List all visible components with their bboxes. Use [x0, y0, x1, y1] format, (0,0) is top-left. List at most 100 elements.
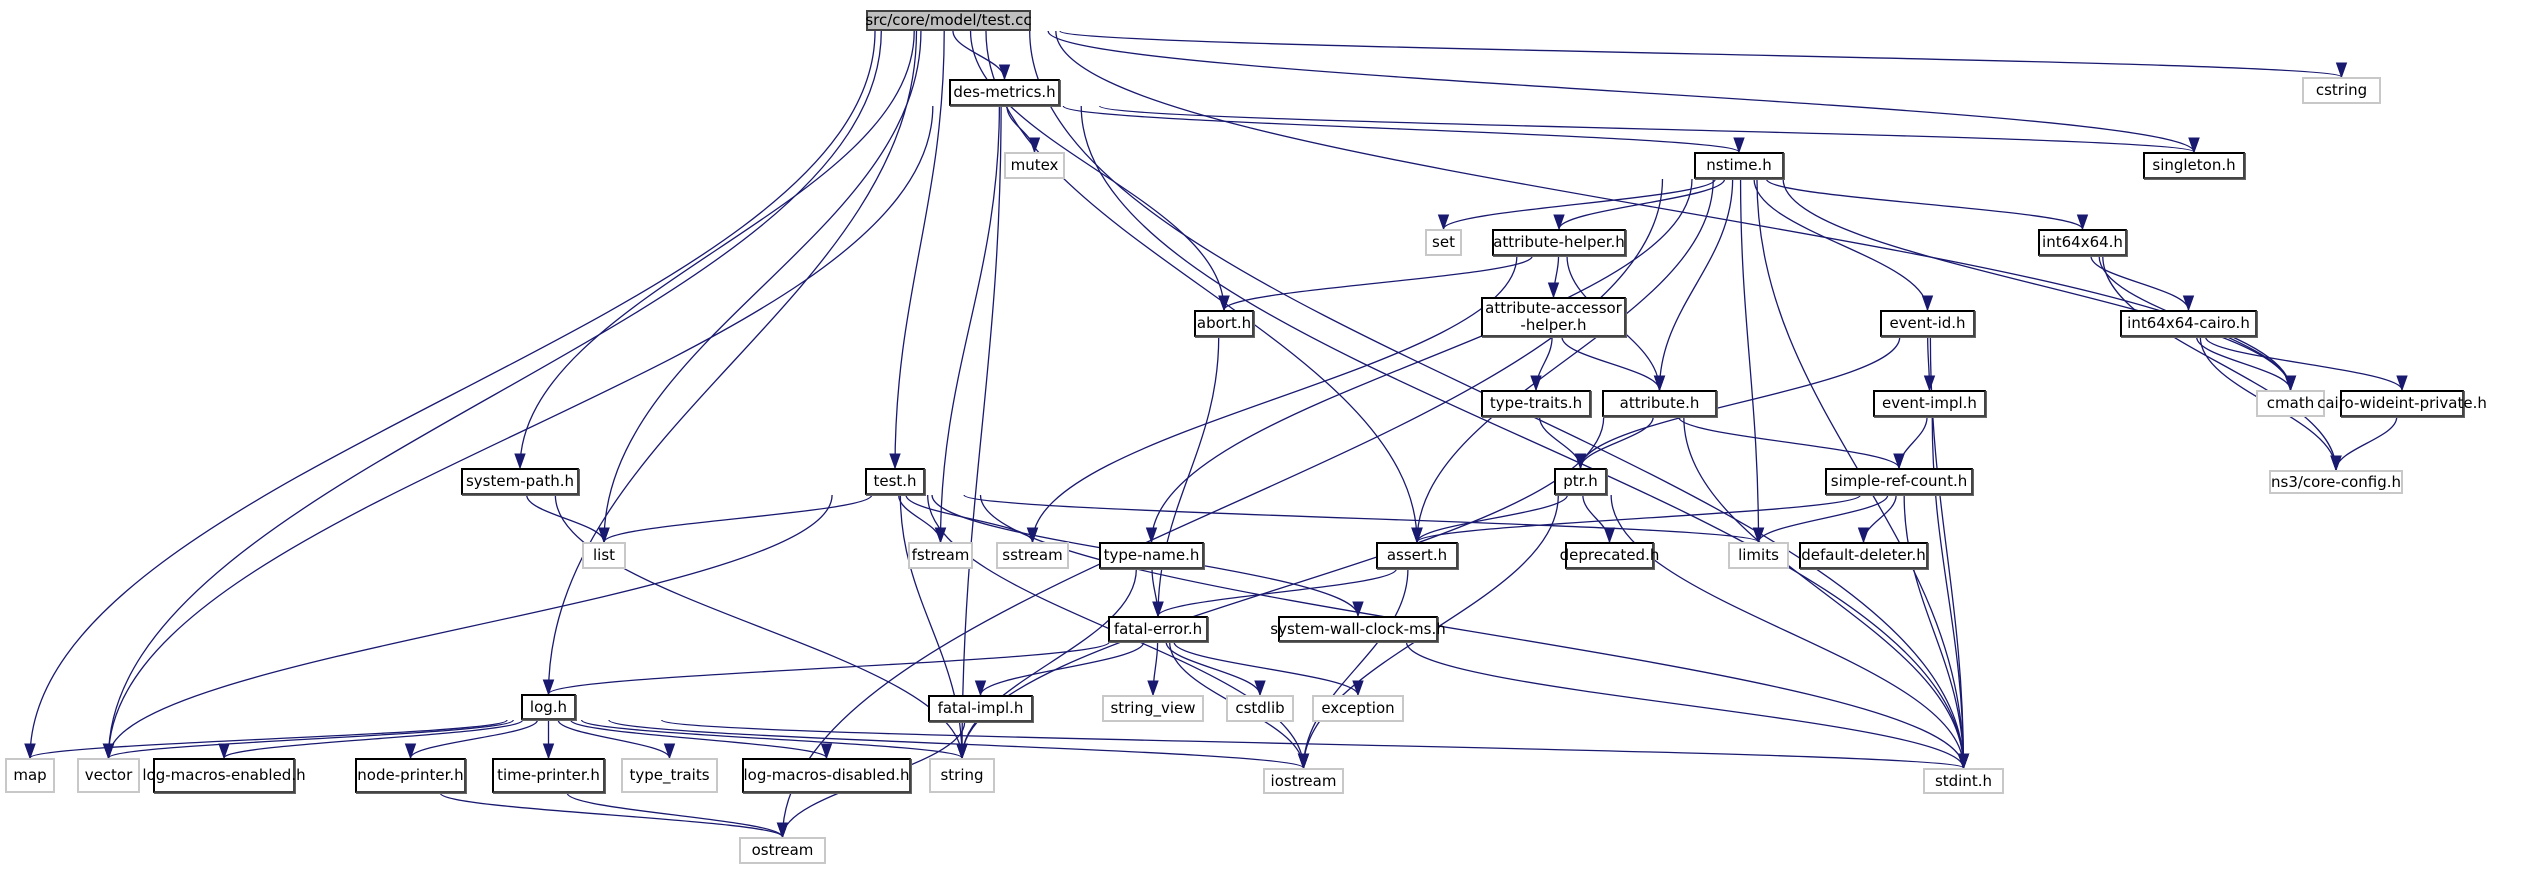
graph-node-core-config[interactable]: ns3/core-config.h [2269, 470, 2403, 494]
graph-node-exception[interactable]: exception [1312, 695, 1404, 722]
arrowhead-icon [1152, 601, 1164, 618]
arrowhead-icon [1893, 453, 1905, 470]
node-label: singleton.h [2152, 156, 2236, 174]
graph-node-test-cc[interactable]: src/core/model/test.cc [865, 10, 1032, 31]
graph-node-sstream[interactable]: sstream [996, 542, 1069, 569]
node-label: attribute-helper.h [1493, 233, 1625, 251]
edge-node-printer-to-ostream [439, 792, 784, 838]
edge-log-to-type-traits [557, 719, 671, 759]
arrowhead-icon [2076, 214, 2089, 231]
graph-node-type-name[interactable]: type-name.h [1099, 542, 1204, 569]
graph-node-string[interactable]: string [929, 758, 995, 793]
node-label: ns3/core-config.h [2271, 472, 2401, 491]
edge-nstime-to-assert [1416, 178, 1714, 543]
graph-node-cstring[interactable]: cstring [2302, 77, 2381, 104]
edge-nstime-to-attribute-helper [1558, 178, 1726, 230]
graph-node-default-deleter[interactable]: default-deleter.h [1799, 542, 1928, 569]
graph-node-fatal-error[interactable]: fatal-error.h [1108, 616, 1208, 642]
graph-node-cmath[interactable]: cmath [2256, 390, 2325, 417]
node-label: simple-ref-count.h [1830, 472, 1968, 490]
node-label: type-traits.h [1489, 394, 1583, 412]
node-label: deprecated.h [1559, 546, 1660, 564]
edge-test-cc-to-singleton [1047, 30, 2195, 153]
edge-fatal-error-to-fatal-impl [979, 641, 1145, 696]
arrowhead-icon [974, 680, 987, 697]
graph-node-node-printer[interactable]: node-printer.h [355, 758, 466, 793]
edge-fatal-error-to-cstdlib [1165, 641, 1261, 696]
graph-node-type-traits[interactable]: type_traits [621, 758, 718, 793]
graph-node-mutex[interactable]: mutex [1004, 152, 1065, 179]
arrowhead-icon [514, 453, 526, 470]
graph-node-fatal-impl[interactable]: fatal-impl.h [928, 695, 1033, 722]
graph-node-vector[interactable]: vector [77, 758, 140, 793]
edge-event-id-to-ptr [1579, 336, 1901, 469]
edge-test-cc-to-assert [985, 30, 1418, 543]
node-label: fatal-error.h [1113, 619, 1203, 638]
node-label: fatal-impl.h [937, 699, 1024, 717]
arrowhead-icon [2396, 375, 2408, 392]
edge-test-cc-to-cstring [1059, 30, 2343, 78]
arrowhead-icon [1957, 753, 1970, 770]
node-label: ostream [751, 841, 814, 859]
graph-node-event-impl[interactable]: event-impl.h [1873, 390, 1986, 417]
graph-node-int64x64[interactable]: int64x64.h [2038, 229, 2127, 256]
graph-node-abort[interactable]: abort.h [1194, 310, 1254, 337]
arrowhead-icon [1530, 375, 1542, 392]
graph-node-cstdlib[interactable]: cstdlib [1226, 695, 1294, 722]
graph-node-attribute[interactable]: attribute.h [1602, 390, 1717, 417]
node-label: string_view [1110, 699, 1196, 717]
graph-node-map[interactable]: map [5, 758, 55, 793]
edge-time-printer-to-ostream [566, 792, 784, 838]
edge-log-to-map [29, 719, 508, 759]
arrowhead-icon [1923, 375, 1936, 392]
node-label: iostream [1270, 771, 1337, 790]
graph-node-simple-ref-count[interactable]: simple-ref-count.h [1825, 468, 1973, 495]
graph-node-string-view[interactable]: string_view [1102, 695, 1204, 722]
graph-node-nstime[interactable]: nstime.h [1694, 152, 1784, 179]
graph-node-set[interactable]: set [1425, 229, 1462, 256]
arrowhead-icon [2188, 137, 2200, 154]
node-label: exception [1321, 699, 1395, 717]
node-label: system-wall-clock-ms.h [1270, 619, 1446, 638]
graph-node-type-traits-h[interactable]: type-traits.h [1481, 390, 1591, 417]
graph-node-deprecated[interactable]: deprecated.h [1560, 542, 1659, 569]
edge-test-h-to-stdint [979, 494, 1965, 769]
edge-test-h-to-list [603, 494, 873, 543]
graph-node-time-printer[interactable]: time-printer.h [492, 758, 605, 793]
graph-node-attribute-accessor-helper[interactable]: attribute-accessor -helper.h [1481, 297, 1626, 337]
arrowhead-icon [1254, 680, 1266, 697]
graph-node-int64x64-cairo[interactable]: int64x64-cairo.h [2120, 310, 2257, 337]
graph-node-fstream[interactable]: fstream [908, 542, 973, 569]
graph-node-ptr[interactable]: ptr.h [1554, 468, 1607, 495]
graph-node-singleton[interactable]: singleton.h [2143, 152, 2245, 179]
graph-node-event-id[interactable]: event-id.h [1880, 310, 1975, 337]
graph-node-iostream[interactable]: iostream [1263, 768, 1344, 794]
arrowhead-icon [998, 64, 1011, 81]
arrowhead-icon [598, 527, 610, 544]
graph-node-system-wall-clock[interactable]: system-wall-clock-ms.h [1270, 616, 1446, 642]
graph-node-test-h[interactable]: test.h [865, 468, 925, 495]
graph-node-ostream[interactable]: ostream [739, 837, 826, 864]
node-label: node-printer.h [357, 766, 464, 784]
graph-node-cairo-wideint[interactable]: cairo-wideint-private.h [2317, 390, 2487, 417]
graph-node-log-macros-disabled[interactable]: log-macros-disabled.h [742, 758, 911, 793]
node-label: int64x64.h [2042, 233, 2123, 251]
node-label: mutex [1010, 156, 1059, 174]
graph-node-attribute-helper[interactable]: attribute-helper.h [1492, 229, 1626, 256]
graph-node-des-metrics[interactable]: des-metrics.h [949, 79, 1060, 106]
edge-simple-ref-count-to-assert [1416, 494, 1862, 543]
graph-node-log[interactable]: log.h [521, 694, 576, 720]
edge-log-to-log-macros-enabled [223, 719, 524, 759]
graph-node-limits[interactable]: limits [1728, 542, 1789, 569]
edge-system-path-to-string [554, 494, 963, 759]
node-label: nstime.h [1706, 156, 1772, 174]
graph-node-list[interactable]: list [582, 542, 626, 569]
edge-abort-to-fatal-error [1157, 336, 1220, 617]
graph-node-assert[interactable]: assert.h [1376, 542, 1458, 569]
arrowhead-icon [1553, 214, 1565, 231]
node-label: assert.h [1386, 546, 1448, 564]
graph-node-log-macros-enabled[interactable]: log-macros-enabled.h [142, 758, 306, 793]
arrowhead-icon [1352, 680, 1364, 697]
graph-node-system-path[interactable]: system-path.h [461, 468, 579, 495]
graph-node-stdint[interactable]: stdint.h [1923, 768, 2004, 794]
